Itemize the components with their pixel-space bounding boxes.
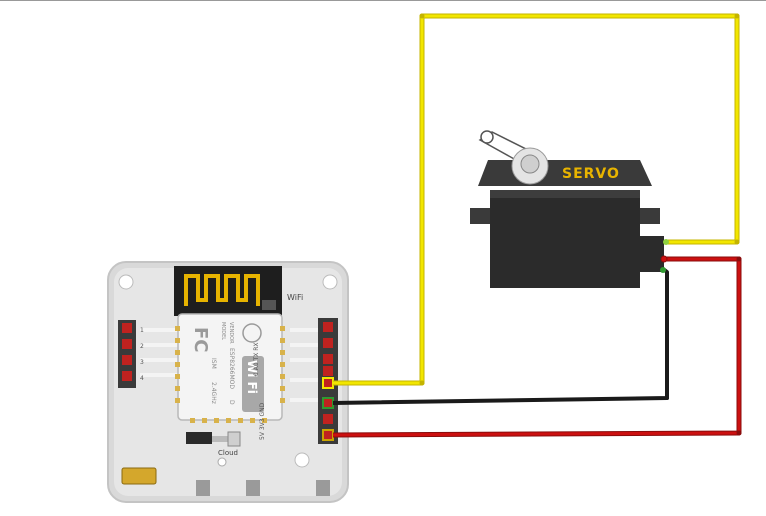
module-text-model-value: ESP8266MOD bbox=[228, 348, 235, 389]
mounting-hole bbox=[322, 274, 338, 290]
left-pin-label: 3 bbox=[140, 359, 144, 366]
wire-bend bbox=[734, 239, 740, 245]
bottom-connector bbox=[196, 480, 210, 496]
resistor bbox=[212, 436, 228, 442]
ai-logo-icon bbox=[242, 323, 262, 343]
wire-bend bbox=[736, 430, 742, 436]
module-pads bbox=[175, 326, 285, 423]
wifi-badge bbox=[242, 356, 264, 412]
servo-mount-tab bbox=[470, 208, 492, 224]
servo-label: SERVO bbox=[562, 166, 620, 182]
wire-bend bbox=[419, 380, 425, 386]
wire-bend bbox=[419, 13, 425, 19]
left-pin-label: 2 bbox=[140, 343, 144, 350]
wire-bend bbox=[736, 256, 742, 262]
left-pin-label: 1 bbox=[140, 327, 144, 334]
esp8266-board: WiFi FC MODEL VENDOR ESP8266MOD ISM 2.4G… bbox=[107, 261, 349, 503]
cloud-label: Cloud bbox=[218, 449, 238, 457]
wifi-label: WiFi bbox=[287, 293, 303, 302]
power-wire bbox=[332, 257, 741, 437]
servo-horn-hole bbox=[480, 130, 494, 144]
servo-wire-outlet bbox=[638, 236, 664, 272]
module-text-ism: ISM bbox=[210, 358, 217, 369]
pcb-traces bbox=[290, 328, 318, 402]
wire-bend bbox=[665, 396, 669, 400]
wifi-badge-text: Wi Fi bbox=[245, 360, 259, 394]
antenna-chip bbox=[262, 300, 276, 310]
module-text-freq: 2.4GHz bbox=[210, 382, 217, 404]
right-pin-labels-top: 0 A0 TX RX bbox=[253, 342, 260, 376]
diode bbox=[186, 432, 212, 444]
left-pin-label: 4 bbox=[140, 375, 144, 382]
module-text-model: MODEL bbox=[220, 322, 226, 340]
bottom-connector bbox=[316, 480, 330, 496]
antenna-trace-icon bbox=[184, 274, 260, 306]
mounting-hole bbox=[294, 452, 310, 468]
via-hole bbox=[217, 457, 227, 467]
left-header bbox=[118, 320, 136, 388]
module-text-d: D bbox=[228, 400, 235, 405]
wires bbox=[332, 13, 742, 438]
signal-wire bbox=[333, 14, 739, 385]
right-pin-labels-bottom: 5V 3V3 GND bbox=[259, 402, 266, 440]
servo-spindle bbox=[520, 154, 540, 174]
servo-signal-pin bbox=[663, 239, 669, 245]
mounting-hole bbox=[118, 274, 134, 290]
servo-body bbox=[490, 190, 640, 288]
wire-bend bbox=[734, 13, 740, 19]
pcb-traces bbox=[140, 328, 180, 377]
bottom-connector bbox=[246, 480, 260, 496]
right-header bbox=[318, 318, 338, 444]
servo-body-shade bbox=[490, 190, 640, 198]
module-text-vendor: VENDOR bbox=[228, 322, 234, 344]
fc-logo: FC bbox=[190, 327, 211, 353]
capacitor bbox=[121, 467, 157, 485]
servo-mount-tab bbox=[638, 208, 660, 224]
servo-power-pin bbox=[660, 255, 668, 263]
servo-motor: SERVO bbox=[470, 130, 664, 288]
led-component bbox=[227, 431, 241, 447]
servo-ground-pin bbox=[660, 267, 666, 273]
